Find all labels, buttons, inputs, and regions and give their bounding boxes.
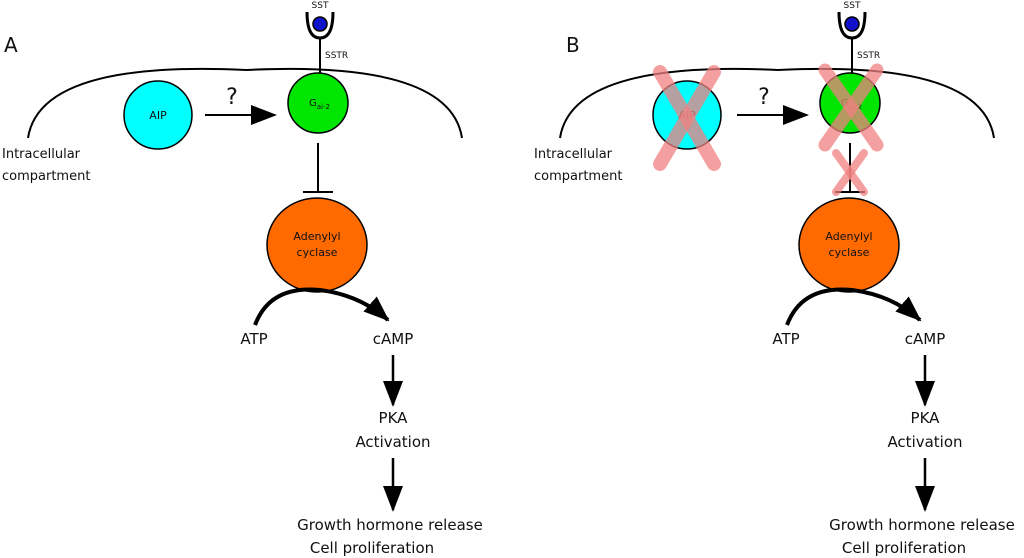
sst-ligand	[312, 16, 328, 32]
loss-of-function-crosses	[653, 63, 884, 196]
cell-membrane	[27, 67, 463, 139]
ac-label-line1: Adenylyl	[293, 230, 340, 243]
panel-letter: A	[4, 33, 18, 57]
sst-receptor: SST SSTR	[305, 1, 348, 75]
compartment-label-line2: compartment	[534, 169, 622, 184]
atp-to-camp-arrow	[253, 287, 390, 326]
outcome-line1: Growth hormone release	[297, 516, 483, 534]
panel-letter: B	[566, 33, 580, 57]
panel-b: B SST SSTR AIP ? Gai-2 Intracellular com…	[534, 1, 1015, 557]
ac-label-line2: cyclase	[829, 246, 870, 259]
sst-label: SST	[312, 1, 329, 11]
question-mark: ?	[226, 85, 238, 110]
adenylyl-cyclase-node: Adenylyl cyclase	[798, 197, 900, 293]
camp-label: cAMP	[373, 330, 414, 348]
outcome-line2: Cell proliferation	[310, 539, 434, 557]
sst-receptor: SST SSTR	[837, 1, 880, 75]
compartment-label-line1: Intracellular	[534, 147, 613, 162]
aip-node: AIP	[123, 80, 193, 150]
outcome-line1: Growth hormone release	[829, 516, 1015, 534]
atp-label: ATP	[772, 330, 799, 348]
pka-label-line1: PKA	[911, 409, 941, 427]
pka-label-line1: PKA	[379, 409, 409, 427]
panel-a: A SST SSTR AIP ? Gai-2 Intracellular com…	[2, 1, 483, 557]
compartment-label-line1: Intracellular	[2, 147, 81, 162]
aip-circle	[123, 80, 193, 150]
pka-label-line2: Activation	[887, 433, 962, 451]
atp-label: ATP	[240, 330, 267, 348]
sstr-label: SSTR	[325, 51, 348, 61]
sst-ligand	[844, 16, 860, 32]
ac-label-line1: Adenylyl	[825, 230, 872, 243]
gai2-cross-icon	[818, 63, 884, 152]
gai2-circle	[287, 72, 349, 134]
sstr-label: SSTR	[857, 51, 880, 61]
outcome-line2: Cell proliferation	[842, 539, 966, 557]
gai2-label: Gai-2	[309, 98, 330, 111]
inhibition-cross-icon	[832, 149, 868, 196]
adenylyl-cyclase-circle	[798, 197, 900, 293]
ac-label-line2: cyclase	[297, 246, 338, 259]
cell-membrane	[559, 67, 995, 139]
compartment-label-line2: compartment	[2, 169, 90, 184]
aip-cross-icon	[653, 65, 721, 171]
pka-label-line2: Activation	[355, 433, 430, 451]
atp-to-camp-arrow	[785, 287, 922, 326]
gai2-node: Gai-2	[287, 72, 349, 134]
question-mark: ?	[758, 85, 770, 110]
adenylyl-cyclase-circle	[266, 197, 368, 293]
sst-label: SST	[844, 1, 861, 11]
adenylyl-cyclase-node: Adenylyl cyclase	[266, 197, 368, 293]
camp-label: cAMP	[905, 330, 946, 348]
aip-label: AIP	[149, 109, 167, 122]
